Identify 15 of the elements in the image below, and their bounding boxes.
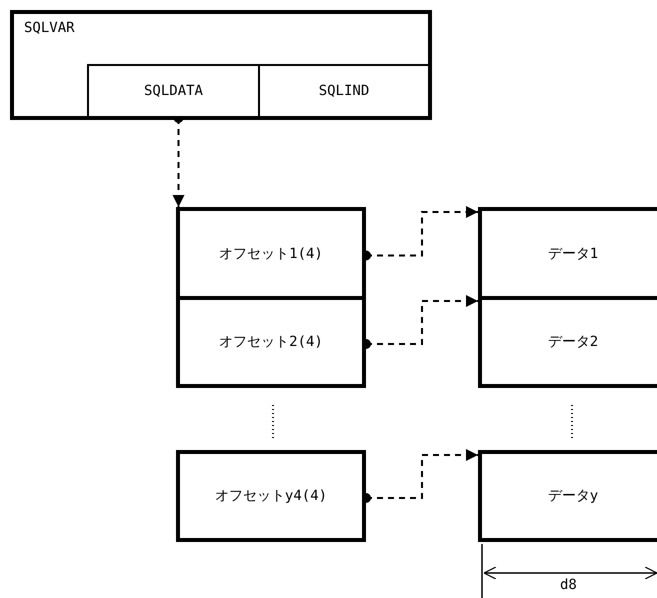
box-label: データ2 xyxy=(548,333,598,351)
field-box xyxy=(258,64,428,116)
box xyxy=(176,450,366,542)
box xyxy=(10,10,432,120)
box-label: データy xyxy=(548,487,598,505)
box-label: オフセット1(4) xyxy=(219,244,323,262)
field-box xyxy=(87,64,258,116)
box-label: SQLDATA xyxy=(144,83,203,99)
dimension-label: d8 xyxy=(560,577,577,593)
box-label: オフセットy4(4) xyxy=(214,487,328,505)
box-label: オフセット2(4) xyxy=(219,333,323,351)
box-label: SQLIND xyxy=(318,83,370,99)
box xyxy=(478,450,657,542)
box-label: SQLVAR xyxy=(24,20,75,36)
box-label: データ1 xyxy=(548,244,598,262)
